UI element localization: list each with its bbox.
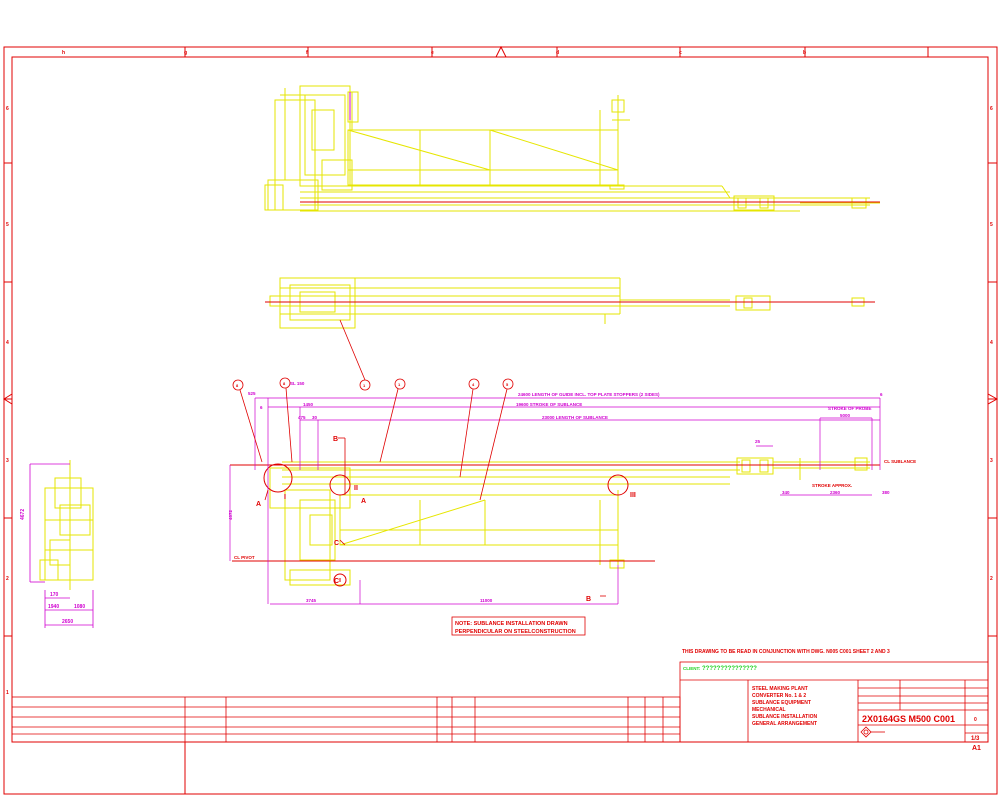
zone-col-b: b [803, 50, 806, 56]
main-dimension-lines [229, 397, 881, 605]
client-value: ??????????????? [702, 666, 757, 672]
section-b-bottom: B [586, 596, 591, 603]
view-plan [269, 277, 870, 329]
leader-plan [339, 319, 366, 381]
zone-row-4: 4 [6, 340, 9, 346]
section-a-left: A [256, 501, 261, 508]
callout-8b: 8 [283, 381, 286, 386]
callout-8a: 8 [236, 383, 239, 388]
detail-i: I [284, 494, 286, 501]
zone-row-1: 1 [6, 690, 9, 696]
zone-col-h: h [62, 50, 65, 56]
sheet-size: A1 [972, 745, 981, 752]
callout-1a: 1 [363, 383, 366, 388]
cl-pivot: CL PIVOT [234, 555, 255, 560]
callouts [232, 377, 514, 501]
zone-row-3-right: 3 [990, 458, 993, 464]
callout-5: 5 [506, 382, 509, 387]
section-lines [264, 437, 606, 597]
view-elevation-top [264, 85, 880, 212]
title-lines: STEEL MAKING PLANT CONVERTER No. 1 & 2 S… [752, 686, 817, 727]
conjunction-note: THIS DRAWING TO BE READ IN CONJUNCTION W… [682, 649, 890, 655]
dim-525: 525 [248, 391, 256, 396]
dim-3745: 3745 [306, 598, 317, 603]
zone-col-e: e [431, 50, 434, 56]
title-line-5: SUBLANCE INSTALLATION [752, 714, 817, 720]
dim-30: 30 [312, 415, 318, 420]
dim-side-height: 4672 [20, 509, 26, 520]
detail-circles [263, 463, 629, 587]
zone-row-6: 6 [6, 106, 9, 112]
zone-row-3: 3 [6, 458, 9, 464]
title-block-lines [11, 661, 989, 743]
callout-1b: 1 [398, 382, 401, 387]
zone-row-4-right: 4 [990, 340, 993, 346]
frame-zone-labels: h g f e d c b 6 5 4 3 2 1 6 5 4 3 2 [6, 50, 993, 696]
section-mark-labels: A A B B C C I II III [256, 436, 636, 603]
revision-number: 0 [974, 717, 977, 723]
dim-stroke-probe: STROKE OF PROBE [828, 406, 872, 411]
dimension-texts: 525 SL 150 24600 LENGTH OF GUIDE INCL. T… [228, 381, 916, 603]
zone-row-5-right: 5 [990, 222, 993, 228]
drawing-frame [3, 45, 999, 795]
view-side-labels: 4672 170 1940 1080 2650 [20, 509, 85, 625]
note-line-1: NOTE: SUBLANCE INSTALLATION DRAWN [455, 621, 568, 627]
zone-row-6-right: 6 [990, 106, 993, 112]
view-elevation-centerlines [300, 92, 880, 203]
section-c-bottom: C [334, 578, 339, 585]
zone-row-5: 5 [6, 222, 9, 228]
dim-380: 380 [882, 490, 890, 495]
dim-19600: 19600 STROKE OF SUBLANCE [516, 402, 582, 407]
dim-4672: 4672 [228, 509, 233, 520]
dim-23000: 23000 LENGTH OF SUBLANCE [542, 415, 608, 420]
view-main [269, 457, 870, 586]
dim-25: 25 [755, 439, 761, 444]
dim-side-1940: 1940 [48, 604, 59, 610]
zone-row-2: 2 [6, 576, 9, 582]
dim-475: 475 [298, 415, 306, 420]
title-line-2: CONVERTER No. 1 & 2 [752, 693, 806, 699]
sheet-number: 1/3 [971, 736, 980, 742]
section-a-right: A [361, 498, 366, 505]
callout-4: 4 [472, 382, 475, 387]
dim-24600: 24600 LENGTH OF GUIDE INCL. TOP PLATE ST… [518, 392, 660, 397]
dim-11000: 11000 [480, 598, 493, 603]
dim-1450: 1450 [303, 402, 314, 407]
dim-5000: 5000 [840, 413, 851, 418]
note-line-2: PERPENDICULAR ON STEELCONSTRUCTION [455, 629, 576, 635]
section-b-top: B [333, 436, 338, 443]
detail-ii: II [354, 485, 358, 492]
zone-col-c: c [679, 50, 682, 56]
zone-col-d: d [556, 50, 559, 56]
dim-340: 340 [782, 490, 790, 495]
title-line-4: MECHANICAL [752, 707, 786, 713]
view-side [39, 460, 94, 590]
dim-6: 6 [880, 392, 883, 397]
client-label: CLIENT: [683, 666, 701, 671]
callout-labels: 8 8 1 1 4 5 [236, 381, 509, 388]
sublance-note: NOTE: SUBLANCE INSTALLATION DRAWN PERPEN… [451, 616, 586, 636]
dim-d6: 6 [260, 405, 263, 410]
cl-sublance: CL SUBLANCE [884, 459, 916, 464]
zone-row-2-right: 2 [990, 576, 993, 582]
stroke-approx: STROKE APPROX. [812, 483, 852, 488]
title-line-1: STEEL MAKING PLANT [752, 686, 808, 692]
zone-col-f: f [306, 50, 308, 56]
dim-side-2650: 2650 [62, 619, 73, 625]
company-logo [860, 726, 885, 738]
dim-2360: 2360 [830, 490, 841, 495]
dim-side-170: 170 [50, 592, 59, 598]
view-side-dimensions [29, 463, 94, 628]
section-c-top: C [334, 540, 339, 547]
detail-iii: III [630, 492, 636, 499]
zone-col-g: g [184, 50, 187, 56]
dim-side-1080: 1080 [74, 604, 85, 610]
drawing-number: 2X0164GS M500 C001 [862, 714, 955, 724]
dim-slew: SL 150 [290, 381, 305, 386]
title-line-3: SUBLANCE EQUIPMENT [752, 700, 811, 706]
view-main-centerline [230, 464, 880, 562]
title-line-6: GENERAL ARRANGEMENT [752, 721, 817, 727]
